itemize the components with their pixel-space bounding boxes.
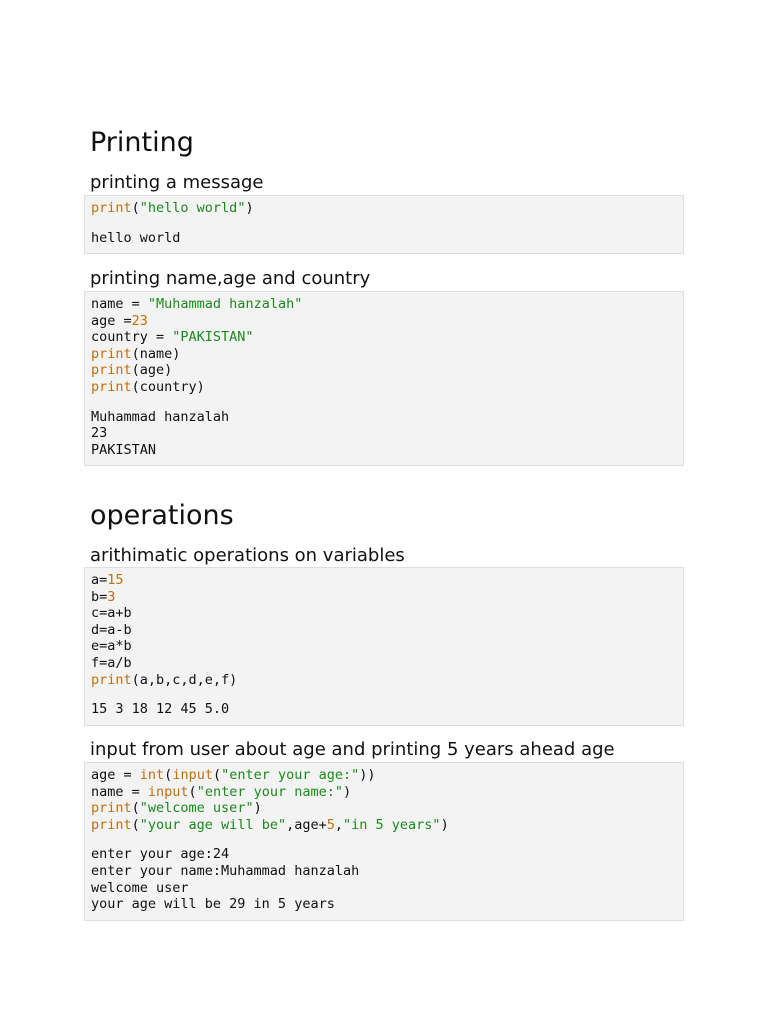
code-token: ) bbox=[253, 800, 262, 817]
cell-title-input-from-user: input from user about age and printing 5… bbox=[90, 739, 615, 760]
code-token: "Muhammad hanzalah" bbox=[147, 296, 303, 312]
code-token: ( bbox=[188, 783, 197, 800]
code-token: ( bbox=[131, 800, 140, 817]
code-token: e=a*b bbox=[91, 638, 132, 655]
code-token: ( bbox=[212, 767, 222, 783]
output-line: 23 bbox=[91, 425, 108, 442]
code-token: 15 bbox=[107, 572, 124, 588]
code-token: ( bbox=[131, 200, 140, 216]
output-line: hello world bbox=[91, 229, 181, 246]
code-line: print("hello world") bbox=[91, 200, 683, 217]
code-token: "enter your age:" bbox=[221, 767, 360, 783]
cell-title-printing-name-age-country: printing name,age and country bbox=[90, 268, 371, 289]
code-token: d=a-b bbox=[91, 621, 132, 638]
code-token: , bbox=[334, 816, 344, 833]
code-line: a=15 bbox=[91, 572, 683, 589]
code-token: "welcome user" bbox=[139, 800, 254, 817]
code-token: c=a+b bbox=[91, 605, 132, 622]
code-line: age = int(input("enter your age:")) bbox=[91, 767, 683, 784]
code-line: name = "Muhammad hanzalah" bbox=[91, 296, 683, 313]
code-block: age = int(input("enter your age:"))name … bbox=[91, 767, 683, 833]
cell-title-printing-message: printing a message bbox=[90, 172, 264, 193]
code-token: ( bbox=[131, 816, 140, 833]
code-line: print(country) bbox=[91, 379, 683, 396]
code-token: ( bbox=[164, 767, 173, 783]
code-token: ) bbox=[245, 200, 254, 216]
code-token: (country) bbox=[131, 378, 205, 395]
code-token: print bbox=[91, 378, 132, 395]
code-token: print bbox=[91, 671, 132, 688]
code-token: 5 bbox=[326, 816, 335, 833]
code-block: print("hello world") bbox=[91, 200, 683, 217]
code-line: f=a/b bbox=[91, 655, 683, 672]
code-token: "your age will be" bbox=[139, 816, 287, 833]
code-token: "hello world" bbox=[139, 200, 246, 216]
code-token: ) bbox=[440, 816, 449, 833]
code-token: (name) bbox=[131, 345, 181, 362]
code-token: country = bbox=[91, 329, 173, 346]
code-token: print bbox=[91, 800, 132, 817]
code-line: print(age) bbox=[91, 362, 683, 379]
code-token: input bbox=[172, 767, 213, 783]
output-block: hello world bbox=[91, 230, 683, 247]
code-token: int bbox=[139, 767, 165, 783]
output-line: PAKISTAN bbox=[91, 441, 157, 458]
output-line: enter your age:24 bbox=[91, 846, 230, 863]
output-line: Muhammad hanzalah bbox=[91, 408, 230, 425]
output-line: welcome user bbox=[91, 879, 189, 896]
code-token: print bbox=[91, 816, 132, 833]
code-token: 23 bbox=[131, 312, 148, 329]
code-token: input bbox=[147, 783, 189, 800]
code-token: age = bbox=[91, 767, 140, 783]
code-token: print bbox=[91, 200, 132, 216]
code-token: age = bbox=[91, 312, 132, 329]
code-token: (age) bbox=[131, 362, 173, 379]
cell-title-arithmetic-operations: arithimatic operations on variables bbox=[90, 545, 405, 566]
code-token: name = bbox=[91, 296, 148, 312]
code-line: country = "PAKISTAN" bbox=[91, 329, 683, 346]
code-line: age =23 bbox=[91, 313, 683, 330]
code-token: print bbox=[91, 345, 132, 362]
section-heading-printing: Printing bbox=[90, 127, 194, 158]
code-token: name = bbox=[91, 783, 148, 800]
code-token: )) bbox=[359, 767, 376, 783]
code-line: e=a*b bbox=[91, 638, 683, 655]
code-line: name = input("enter your name:") bbox=[91, 784, 683, 801]
code-token: ) bbox=[343, 783, 352, 800]
section-heading-operations: operations bbox=[90, 500, 234, 531]
code-line: c=a+b bbox=[91, 605, 683, 622]
code-cell[interactable]: age = int(input("enter your age:"))name … bbox=[84, 762, 684, 921]
output-block: 15 3 18 12 45 5.0 bbox=[91, 701, 683, 718]
code-line: d=a-b bbox=[91, 622, 683, 639]
code-token: ,age+ bbox=[286, 816, 327, 833]
output-line: 15 3 18 12 45 5.0 bbox=[91, 701, 230, 718]
code-line: b=3 bbox=[91, 589, 683, 606]
output-line: enter your name:Muhammad hanzalah bbox=[91, 862, 360, 879]
code-line: print("welcome user") bbox=[91, 800, 683, 817]
code-token: print bbox=[91, 362, 132, 379]
output-line: your age will be 29 in 5 years bbox=[91, 896, 335, 913]
code-cell[interactable]: print("hello world") hello world bbox=[84, 195, 684, 254]
code-token: "enter your name:" bbox=[196, 783, 343, 800]
code-token: f=a/b bbox=[91, 654, 132, 671]
code-token: b= bbox=[91, 588, 108, 605]
code-token: "in 5 years" bbox=[343, 816, 441, 833]
code-token: (a,b,c,d,e,f) bbox=[131, 671, 238, 688]
code-line: print("your age will be",age+5,"in 5 yea… bbox=[91, 817, 683, 834]
code-line: print(name) bbox=[91, 346, 683, 363]
code-token: a= bbox=[91, 572, 108, 588]
code-token: 3 bbox=[107, 588, 116, 605]
code-token: "PAKISTAN" bbox=[172, 329, 254, 346]
code-line: print(a,b,c,d,e,f) bbox=[91, 672, 683, 689]
